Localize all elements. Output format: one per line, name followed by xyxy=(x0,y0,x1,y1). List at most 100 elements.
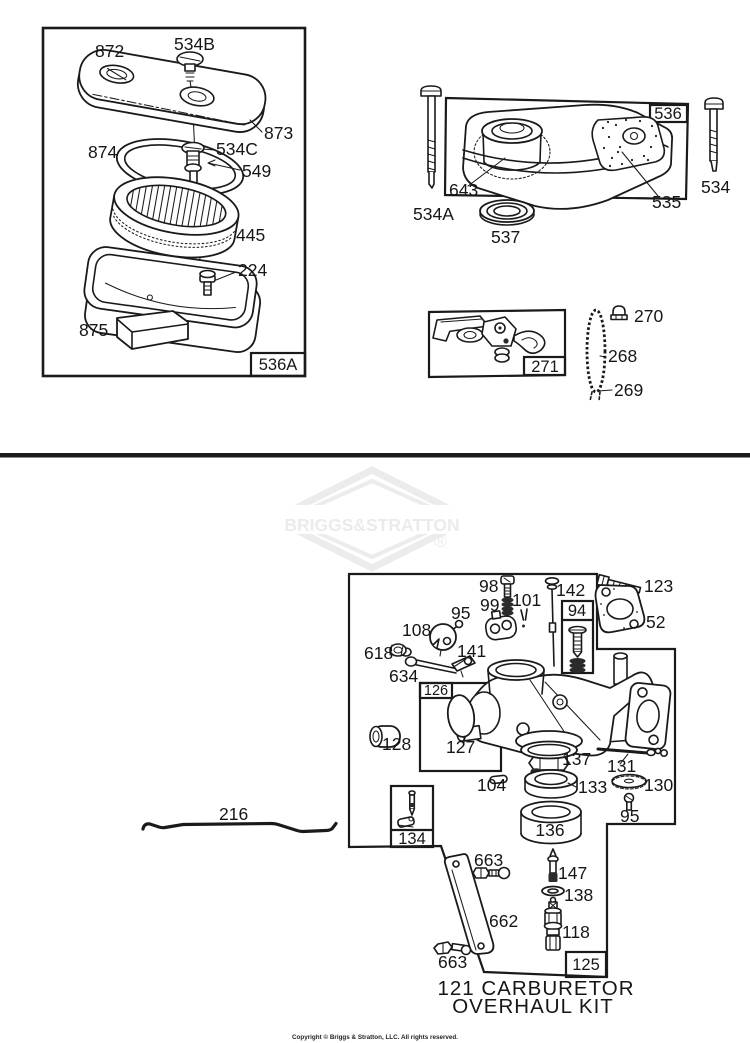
stud-screw-drawing xyxy=(181,141,205,192)
part-label-52: 52 xyxy=(646,612,665,632)
clip-101-drawing xyxy=(520,608,528,628)
screw-98-drawing xyxy=(500,575,515,598)
control-frame-label-box xyxy=(522,355,567,377)
bowl-gasket-137-drawing xyxy=(520,740,578,760)
part-label-534A: 534A xyxy=(413,204,454,224)
kit-frame-label-box xyxy=(564,950,608,979)
air-cleaner-cover-drawing xyxy=(76,48,267,133)
part-label-662: 662 xyxy=(489,911,518,931)
part-label-136: 136 xyxy=(535,820,564,840)
copyright-notice: Copyright © Briggs & Stratton, LLC. All … xyxy=(292,1033,458,1041)
diaphragm-130-drawing xyxy=(611,773,647,790)
leader-133 xyxy=(567,782,577,788)
part-label-634: 634 xyxy=(389,666,418,686)
part-label-875: 875 xyxy=(79,320,108,340)
watermark-band xyxy=(258,505,486,534)
part-label-123: 123 xyxy=(644,576,673,596)
watermark-registered-icon: ® xyxy=(434,531,447,551)
control-lever-drawing xyxy=(432,315,546,363)
part-label-268: 268 xyxy=(608,346,637,366)
watermark-diamond-outer xyxy=(266,466,478,572)
part-label-535: 535 xyxy=(652,192,681,212)
part-label-141: 141 xyxy=(457,641,486,661)
bolt-534A-drawing xyxy=(420,85,442,189)
leader-224 xyxy=(215,271,237,281)
needle-valve-147-drawing xyxy=(547,848,559,882)
lever-141-drawing xyxy=(451,655,476,678)
fuel-tank-frame-label-box xyxy=(648,103,689,124)
screen-dots xyxy=(601,118,658,168)
gasket-52-drawing xyxy=(594,584,646,634)
part-label-128: 128 xyxy=(382,734,411,754)
part-label-618: 618 xyxy=(364,643,393,663)
bolt-534-drawing xyxy=(704,97,724,172)
rod-131-drawing xyxy=(596,747,668,757)
float-133-drawing xyxy=(524,768,578,799)
leader-534C xyxy=(202,148,215,151)
seat-washer-138-drawing xyxy=(541,885,565,897)
air-cleaner-frame-box xyxy=(41,26,307,378)
shaft-634-drawing xyxy=(404,656,459,674)
leader-873 xyxy=(249,119,263,133)
part-label-643: 643 xyxy=(449,180,478,200)
part-label-95-bottom: 95 xyxy=(620,806,639,826)
part-label-101: 101 xyxy=(512,590,541,610)
part-label-663-bottom: 663 xyxy=(438,952,467,972)
part-label-549: 549 xyxy=(242,161,271,181)
leader-269 xyxy=(597,389,613,392)
part-label-270: 270 xyxy=(634,306,663,326)
bracket-662-drawing xyxy=(443,853,495,955)
frame-label-271: 271 xyxy=(531,358,559,376)
fuel-tank-section: 536 534A 534 643 535 537 xyxy=(413,85,730,247)
spring-99-drawing xyxy=(501,597,514,616)
sleeve-128-drawing xyxy=(369,725,401,748)
part-label-98: 98 xyxy=(479,576,498,596)
part-label-147: 147 xyxy=(558,863,587,883)
cover-screw-drawing xyxy=(176,51,204,88)
part-label-95-top: 95 xyxy=(451,603,470,623)
part-label-269: 269 xyxy=(614,380,643,400)
base-duct-drawing xyxy=(116,310,189,350)
needle-142-drawing xyxy=(544,576,560,667)
valve-118-drawing xyxy=(543,896,563,951)
part-label-874: 874 xyxy=(88,142,117,162)
control-lever-section: 271 270 268 269 xyxy=(427,305,663,402)
leader-549 xyxy=(207,159,241,171)
fuel-tank-frame-box xyxy=(443,96,690,201)
part-label-534: 534 xyxy=(701,177,730,197)
part-label-873: 873 xyxy=(264,123,293,143)
part-label-216: 216 xyxy=(219,804,248,824)
pump-body-132-drawing xyxy=(484,610,518,641)
watermark-text: BRIGGS&STRATTON xyxy=(284,515,459,535)
frame-label-134: 134 xyxy=(398,830,426,848)
leader-141 xyxy=(451,658,467,669)
part-label-872: 872 xyxy=(95,41,124,61)
bowl-ring-136-drawing xyxy=(520,800,582,845)
part-label-133: 133 xyxy=(578,777,607,797)
part-label-127: 127 xyxy=(446,737,475,757)
part-label-537: 537 xyxy=(491,227,520,247)
part-label-445: 445 xyxy=(236,225,265,245)
part-label-137: 137 xyxy=(562,749,591,769)
carburetor-section: 98 99 101 142 94 123 52 95 108 618 634 1… xyxy=(141,572,677,1018)
part-label-142: 142 xyxy=(556,580,585,600)
brand-watermark: BRIGGS&STRATTON ® xyxy=(258,466,486,572)
leader-643 xyxy=(467,157,506,187)
frame-label-94: 94 xyxy=(568,602,586,620)
part-label-108: 108 xyxy=(402,620,431,640)
base-tub-drawing xyxy=(83,246,262,353)
leader-268 xyxy=(599,355,607,358)
tank-washer-drawing xyxy=(479,199,535,226)
stud-drawing xyxy=(199,269,216,296)
nut-618-drawing xyxy=(389,643,412,657)
part-label-534B: 534B xyxy=(174,34,215,54)
part-label-224: 224 xyxy=(238,260,267,280)
kit-title-line2: OVERHAUL KIT xyxy=(452,995,614,1018)
leader-131 xyxy=(619,753,629,765)
choke-frame-label-box xyxy=(418,681,454,700)
screw-95-drawing xyxy=(623,792,635,811)
kit-title-line1: 121 CARBURETOR xyxy=(437,977,634,1000)
choke-plate-127-drawing xyxy=(446,694,476,746)
bolt-663-bottom-drawing xyxy=(433,941,472,956)
